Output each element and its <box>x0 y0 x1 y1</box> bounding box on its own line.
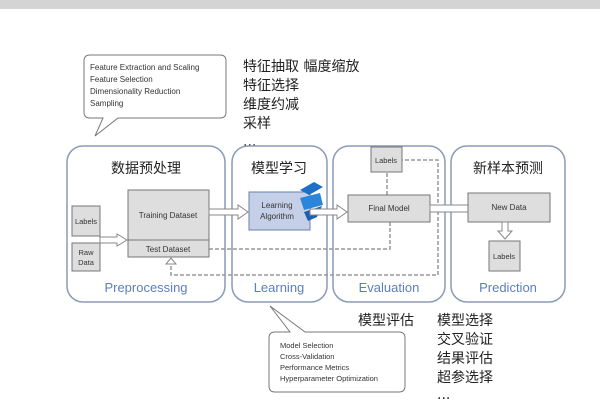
stage-label-learning: Learning <box>254 280 305 295</box>
input-arrow <box>99 233 128 247</box>
eval-cn-label: 模型评估 <box>358 313 414 329</box>
evaluation-panel <box>332 145 446 303</box>
stage-label-preprocessing: Preprocessing <box>104 280 187 295</box>
labels-box <box>71 205 101 237</box>
learn-to-eval-arrow <box>309 204 348 220</box>
cn-item: 维度约减 <box>243 97 299 113</box>
callout-line: Cross-Validation <box>280 352 334 361</box>
model-to-prediction-connector <box>429 204 469 213</box>
test-feedback-line <box>209 222 391 250</box>
callout-line: Model Selection <box>280 341 333 350</box>
callout-line: Feature Selection <box>90 75 153 84</box>
training-dataset-box <box>127 189 210 241</box>
cn-item: 结果评估 <box>437 351 493 367</box>
new-data-label: New Data <box>491 203 527 212</box>
final-model-box <box>347 194 431 223</box>
test-dataset-box <box>127 239 210 258</box>
label-feedback-line <box>170 159 439 276</box>
prediction-labels-box <box>488 240 521 272</box>
prediction-labels-label: Labels <box>493 252 515 261</box>
test-dataset-label: Test Dataset <box>146 245 191 254</box>
test-up-arrow <box>164 257 178 265</box>
top-cn-list: 特征抽取 幅度缩放 特征选择 维度约减 采样 ... <box>243 59 359 150</box>
down-arrow <box>496 221 514 240</box>
learning-title: 模型学习 <box>251 161 307 177</box>
top-band <box>0 0 600 9</box>
cn-item: 模型选择 <box>437 313 493 329</box>
cn-item: 特征选择 <box>243 78 299 94</box>
bottom-callout: Model Selection Cross-Validation Perform… <box>268 305 406 393</box>
labels-label: Labels <box>75 217 97 226</box>
train-to-learn-arrow <box>208 204 249 220</box>
callout-line: Performance Metrics <box>280 363 349 372</box>
cn-item: 采样 <box>243 116 271 132</box>
cn-item: 交叉验证 <box>437 331 493 348</box>
training-dataset-label: Training Dataset <box>139 211 198 220</box>
cn-item: ... <box>437 387 450 402</box>
raw-data-label: Raw <box>78 248 94 257</box>
raw-data-box <box>71 242 101 272</box>
cn-item: 特征抽取 幅度缩放 <box>243 59 359 75</box>
callout-line: Dimensionality Reduction <box>90 87 180 96</box>
stage-label-prediction: Prediction <box>479 280 537 295</box>
eval-labels-box <box>370 146 403 173</box>
final-model-label: Final Model <box>368 204 410 213</box>
algorithm-label: Learning <box>261 201 292 210</box>
eval-labels-label: Labels <box>375 156 397 165</box>
top-callout: Feature Extraction and Scaling Feature S… <box>83 54 227 137</box>
prediction-title: 新样本预测 <box>473 161 543 177</box>
preprocessing-title: 数据预处理 <box>111 161 181 177</box>
learning-algorithm-box <box>248 191 311 231</box>
callout-line: Sampling <box>90 99 123 108</box>
callout-line: Feature Extraction and Scaling <box>90 63 199 72</box>
raw-data-label: Data <box>78 258 95 267</box>
algorithm-label: Algorithm <box>260 212 294 221</box>
stage-label-evaluation: Evaluation <box>359 280 420 295</box>
bottom-cn-list: 模型选择 交叉验证 结果评估 超参选择 ... <box>437 313 493 402</box>
cn-item: 超参选择 <box>437 369 493 386</box>
callout-line: Hyperparameter Optimization <box>280 374 378 383</box>
new-data-box <box>467 192 551 223</box>
